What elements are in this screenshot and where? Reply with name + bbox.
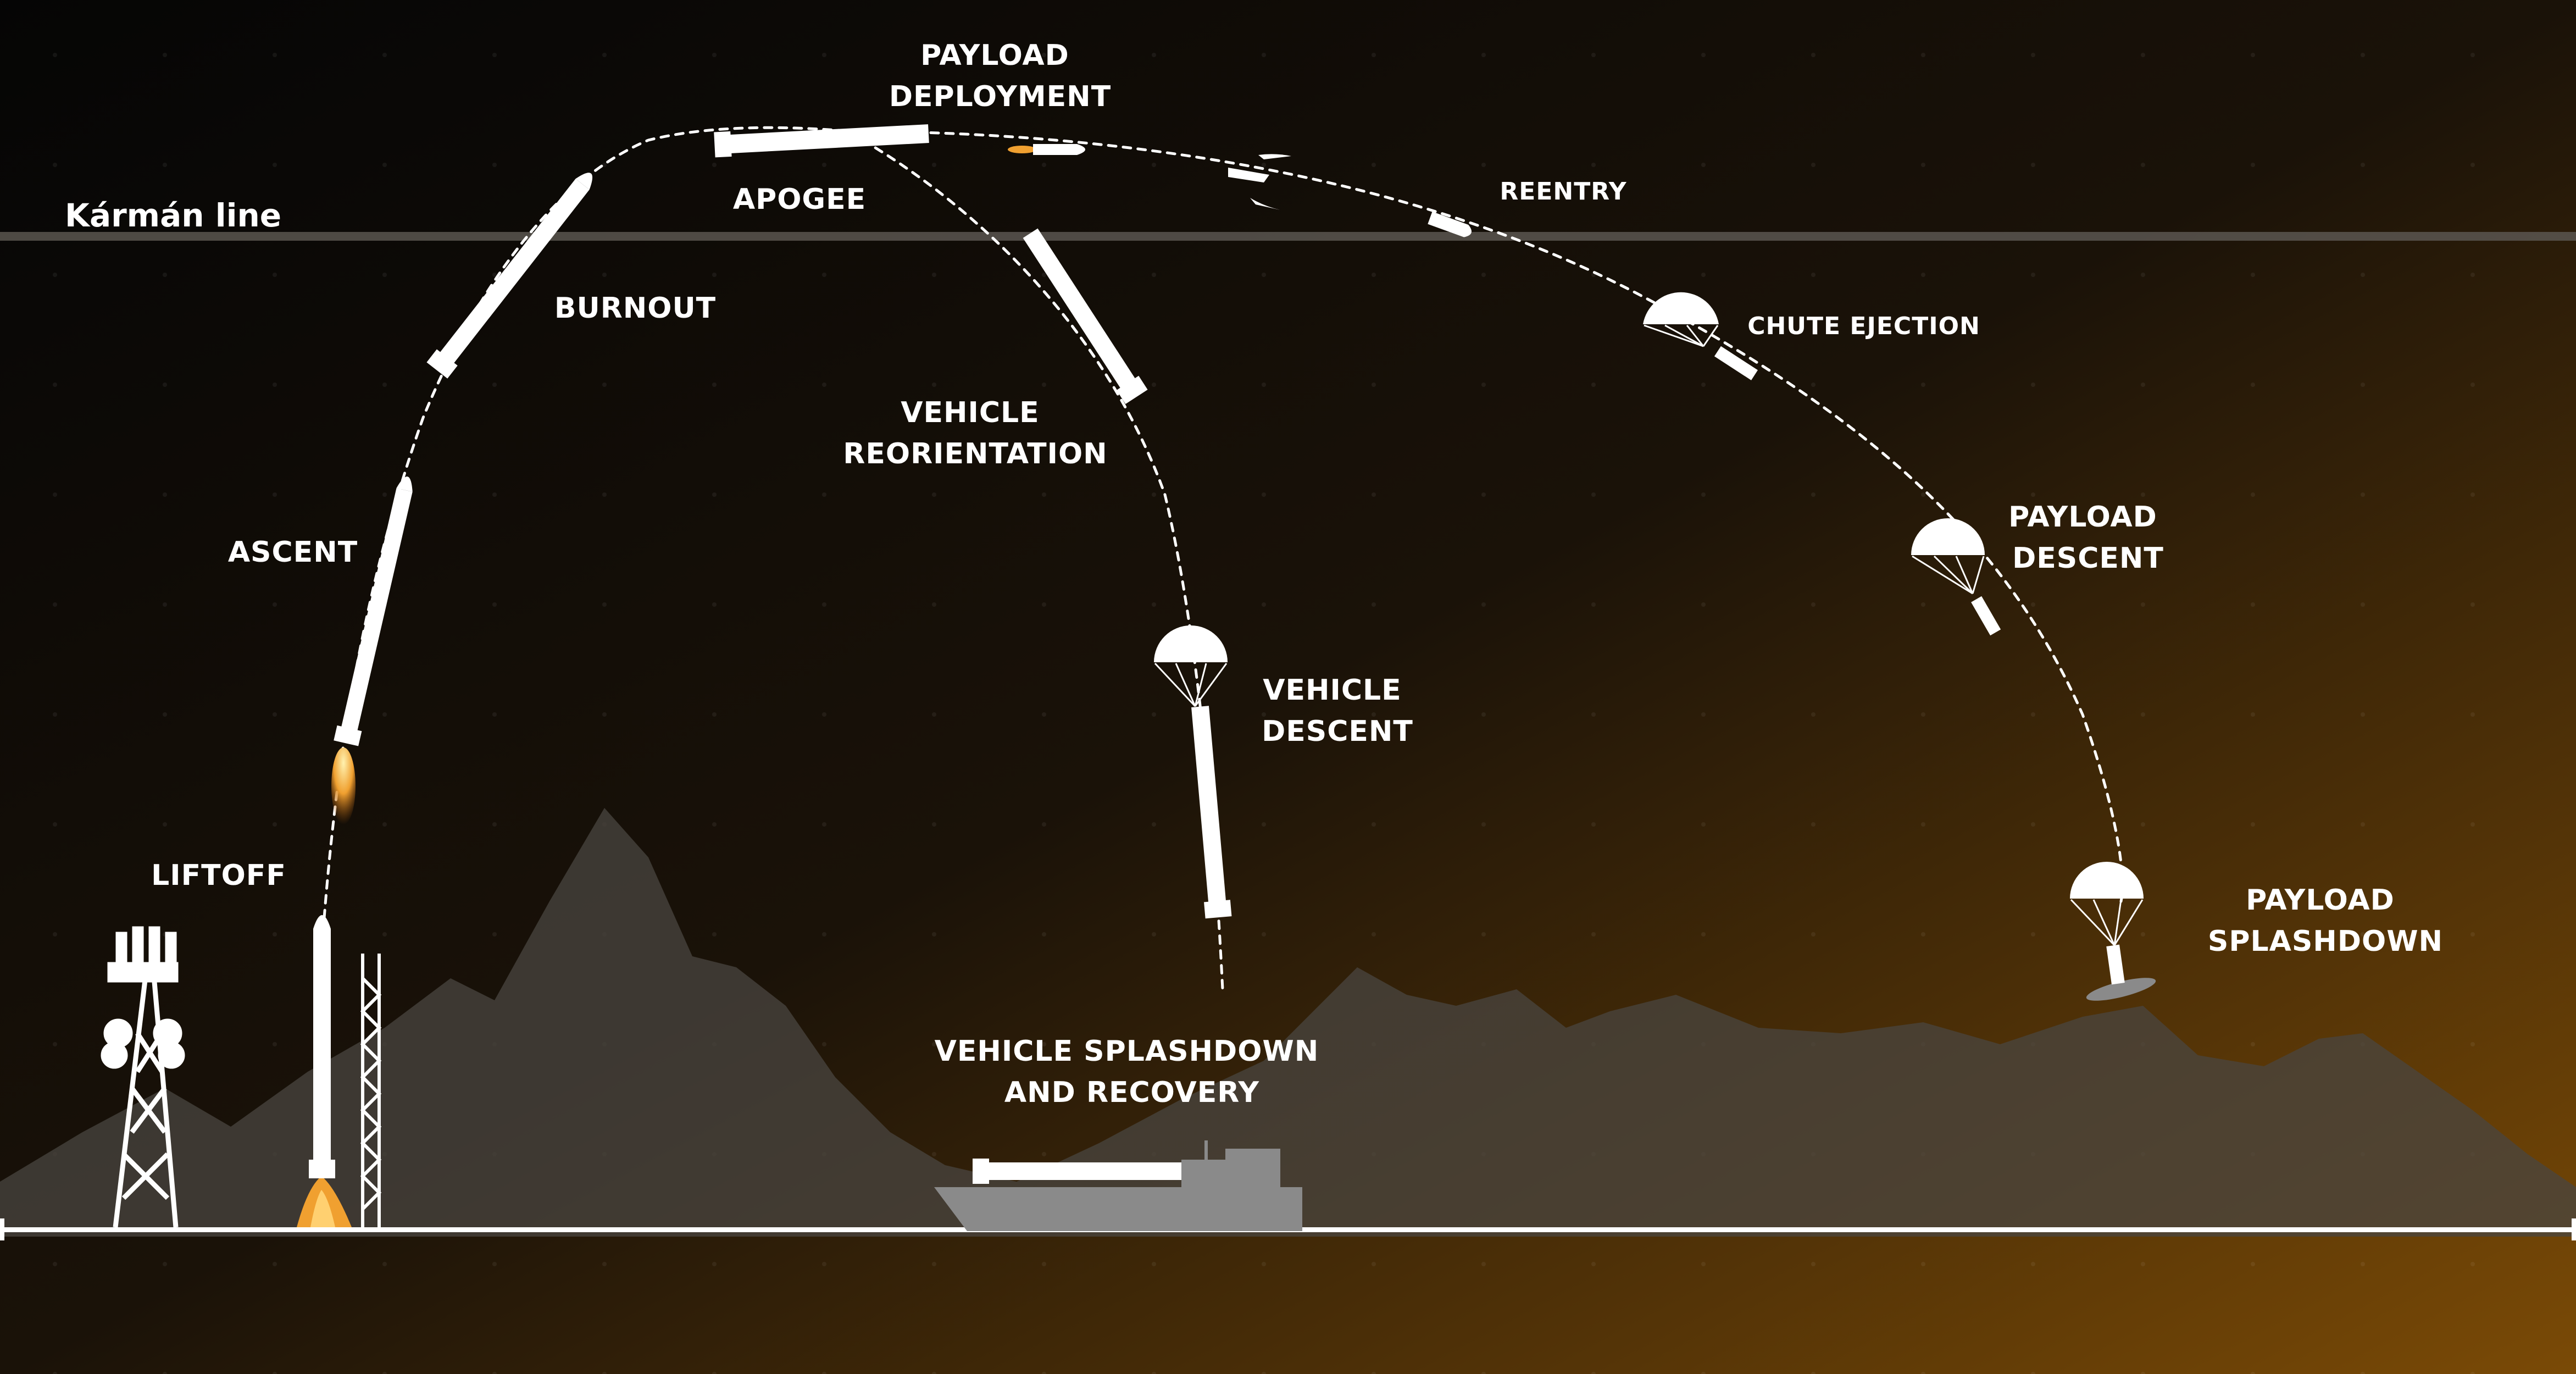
label-burnout: BURNOUT: [554, 292, 716, 325]
launch-tower-icon: [101, 926, 185, 1228]
mountain-range: [0, 808, 2576, 1237]
karman-line: [0, 232, 2576, 241]
fairing-separation: [1228, 154, 1291, 210]
rocket-icon: [426, 173, 592, 379]
rocket-icon: [714, 124, 929, 158]
label-vehicle-reorientation: VEHICLE REORIENTATION: [843, 396, 1107, 470]
label-apogee: APOGEE: [733, 183, 866, 216]
launch-gantry: [360, 954, 382, 1227]
parachute-icon: [1911, 518, 2001, 636]
label-reentry: REENTRY: [1500, 178, 1626, 206]
rocket-icon: [331, 477, 413, 824]
parachute-icon: [2070, 862, 2156, 1001]
rocket-icon: [1023, 228, 1148, 405]
label-chute-ejection: CHUTE EJECTION: [1747, 312, 1980, 340]
label-liftoff: LIFTOFF: [151, 859, 286, 892]
recovery-ship-icon: [934, 1140, 1302, 1231]
parachute-icon: [1154, 625, 1232, 919]
label-payload-splashdown: PAYLOAD SPLASHDOWN: [2208, 884, 2443, 958]
karman-line-label: Kármán line: [65, 197, 281, 234]
payload-capsule-icon: [1428, 212, 1472, 237]
payload-capsule-icon: [1008, 144, 1085, 155]
label-vehicle-descent: VEHICLE DESCENT: [1262, 674, 1413, 748]
label-payload-deployment: PAYLOAD DEPLOYMENT: [889, 39, 1111, 113]
label-payload-descent: PAYLOAD DESCENT: [2008, 501, 2168, 575]
payload-trajectory: [900, 130, 2124, 903]
label-ascent: ASCENT: [228, 536, 358, 569]
rocket-icon: [297, 915, 352, 1227]
parachute-icon: [1643, 292, 1758, 380]
vehicle-return-trajectory: [861, 138, 1224, 991]
label-vehicle-splashdown: VEHICLE SPLASHDOWN AND RECOVERY: [935, 1035, 1330, 1109]
